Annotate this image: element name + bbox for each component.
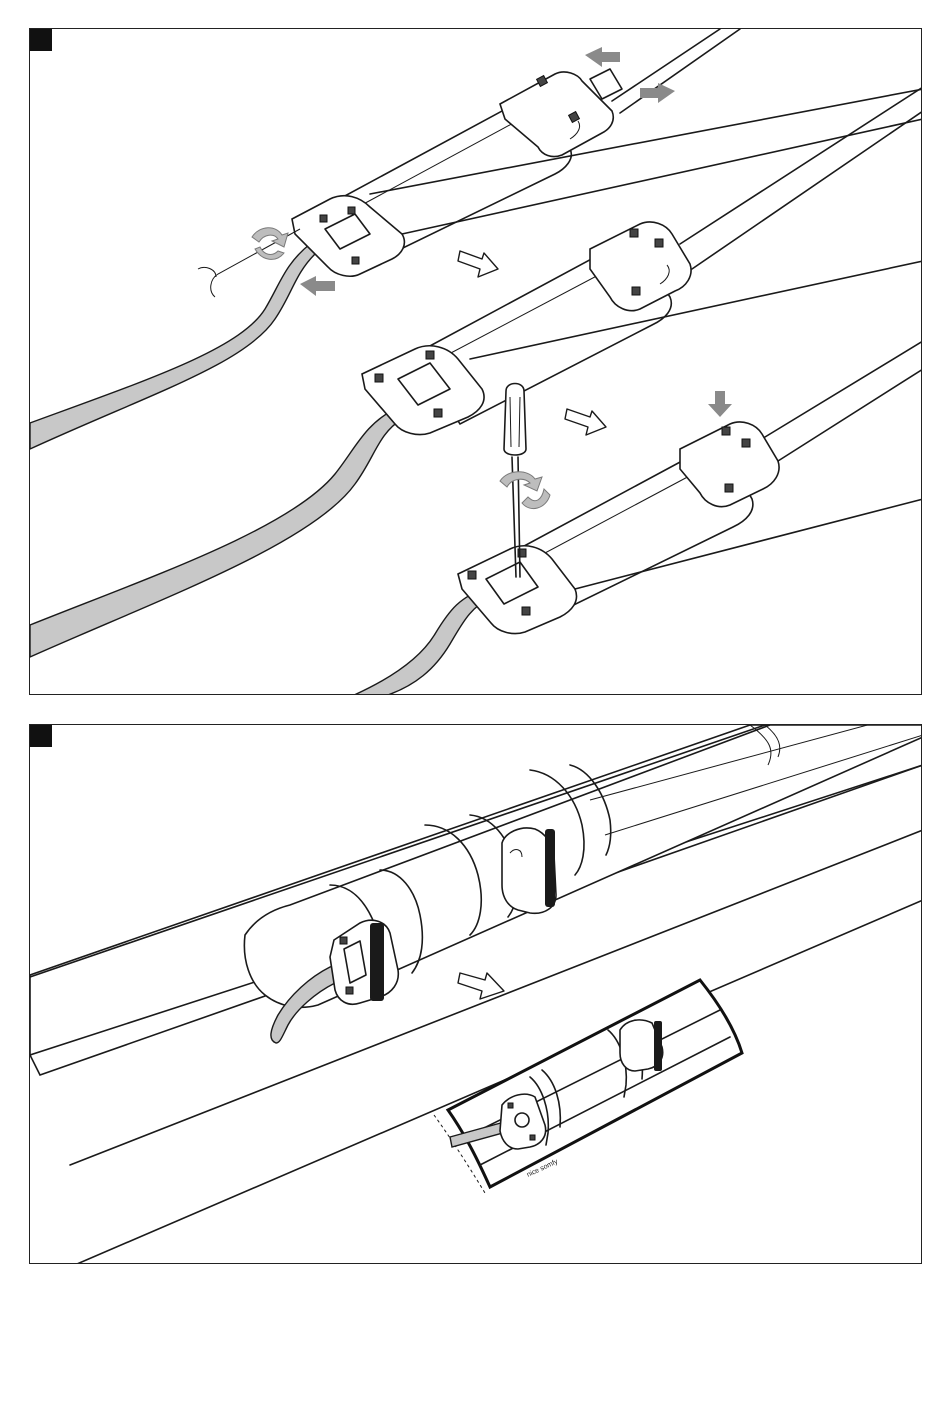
- cable-a: [30, 234, 335, 449]
- detail-inset: nice somfy: [434, 980, 742, 1193]
- sequence-arrow-icon: [458, 251, 498, 277]
- push-arrow-icon: [300, 276, 335, 296]
- drive-head: [502, 828, 556, 913]
- push-arrow-icon: [708, 391, 732, 417]
- step-2-illustration: nice somfy: [30, 725, 922, 1264]
- step-1-panel: [29, 28, 922, 695]
- sequence-arrow-icon: [458, 973, 504, 999]
- rotate-arrow-icon: [500, 472, 550, 509]
- sequence-arrow-icon: [565, 409, 606, 435]
- step-2-panel: nice somfy: [29, 724, 922, 1264]
- winding-tube: [30, 725, 922, 1264]
- push-arrow-icon: [585, 47, 620, 67]
- step-1-illustration: [30, 29, 922, 695]
- cable-b: [30, 401, 414, 657]
- rotate-arrow-icon: [252, 228, 288, 260]
